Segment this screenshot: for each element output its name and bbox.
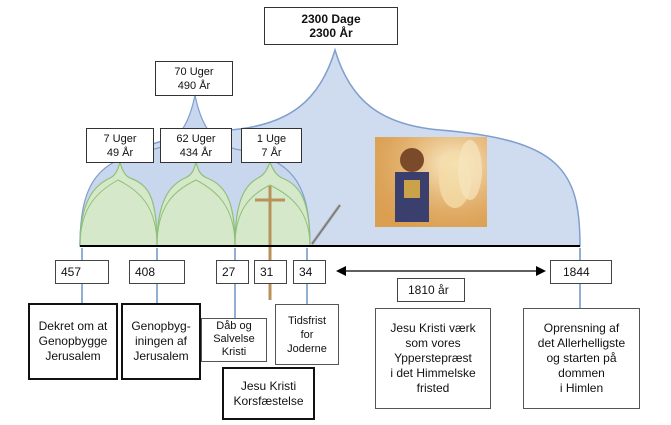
high-priest-image <box>375 137 487 227</box>
year-31: 31 <box>254 260 287 284</box>
event-ministry: Jesu Kristi værk som vores Ypperstepræst… <box>375 308 491 409</box>
span-1810-years: 1810 år <box>397 278 465 302</box>
event-decree: Dekret om at Genopbygge Jerusalem <box>28 303 118 380</box>
event-crucifixion: Jesu Kristi Korsfæstelse <box>222 367 315 420</box>
event-deadline: Tidsfrist for Joderne <box>275 304 339 365</box>
period-62-weeks: 62 Uger 434 År <box>160 128 232 163</box>
span-arrow <box>336 266 546 276</box>
period-70-weeks: 70 Uger 490 År <box>155 61 233 96</box>
year-457: 457 <box>55 260 109 284</box>
event-cleansing: Oprensning af det Allerhelligste og star… <box>523 308 640 409</box>
event-baptism: Dåb og Salvelse Kristi <box>201 318 267 362</box>
year-408: 408 <box>129 260 185 284</box>
period-7-weeks: 7 Uger 49 År <box>86 128 154 163</box>
year-1844: 1844 <box>550 260 612 284</box>
event-rebuilding: Genopbyg- iningen af Jerusalem <box>121 303 201 380</box>
year-27: 27 <box>216 260 249 284</box>
period-2300-days: 2300 Dage 2300 År <box>264 7 398 45</box>
period-1-week: 1 Uge 7 År <box>241 128 302 163</box>
year-34: 34 <box>293 260 326 284</box>
sword-icon <box>310 204 342 245</box>
